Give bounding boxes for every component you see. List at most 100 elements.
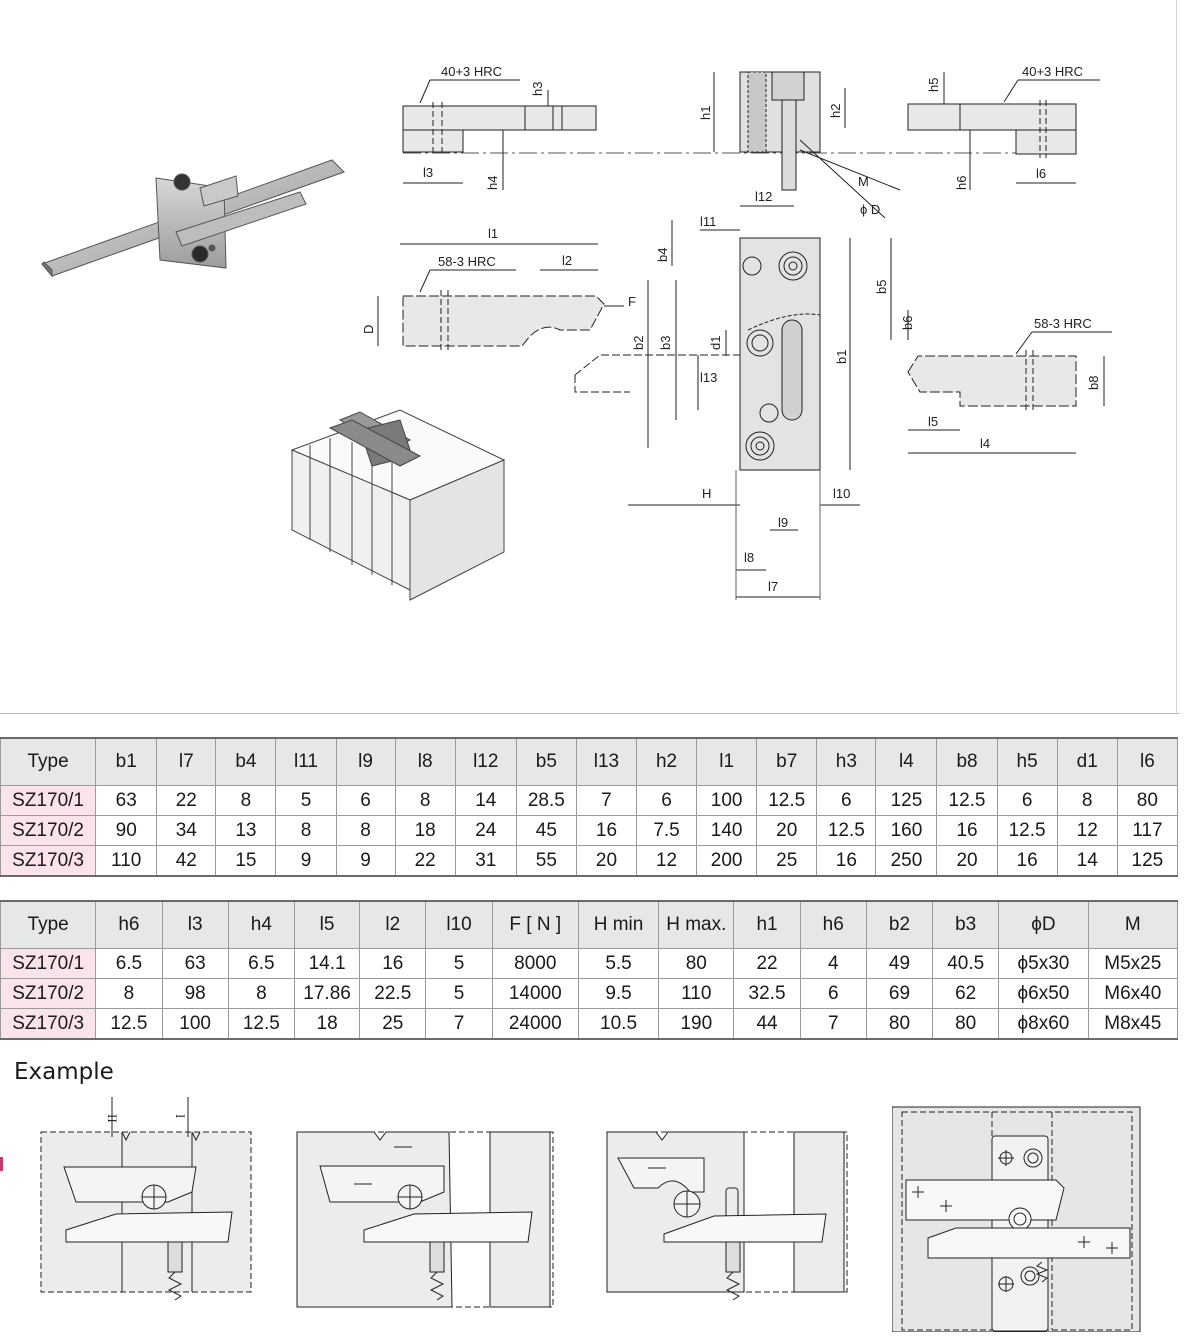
- label-l1: l1: [488, 226, 498, 241]
- table-cell: 8: [335, 815, 396, 846]
- table-header-cell: l10: [425, 900, 493, 949]
- table-cell: 15: [215, 845, 277, 877]
- label-hrc-top-left: 40+3 HRC: [441, 64, 502, 79]
- frame-right-border: [1176, 0, 1177, 713]
- table-header-cell: l11: [275, 737, 337, 786]
- table-cell: 4: [799, 948, 867, 979]
- table-cell: 55: [515, 845, 577, 877]
- table-cell: 16: [936, 815, 998, 846]
- label-l6: l6: [1036, 166, 1046, 181]
- label-hrc-mid-left: 58-3 HRC: [438, 254, 496, 269]
- table-cell: 117: [1116, 815, 1179, 846]
- label-b1: b1: [834, 350, 849, 364]
- section-divider: [0, 713, 1180, 714]
- table-header-cell: F [ N ]: [491, 900, 579, 949]
- type-cell: SZ170/3: [0, 1008, 97, 1040]
- table-header-cell: l5: [293, 900, 361, 949]
- table-header-cell: ϕD: [998, 900, 1089, 949]
- table-header-cell: l4: [875, 737, 938, 786]
- table-cell: 24000: [491, 1008, 579, 1040]
- type-cell: SZ170/2: [0, 978, 97, 1009]
- table-cell: 25: [756, 845, 818, 877]
- example-figure-1: II I: [40, 1097, 252, 1301]
- table-header-cell: b8: [936, 737, 998, 786]
- table-header-cell: b5: [515, 737, 577, 786]
- table-cell: 28.5: [515, 785, 577, 816]
- table-header-cell: H min: [577, 900, 660, 949]
- label-l8: l8: [744, 550, 754, 565]
- example-title: Example: [14, 1059, 114, 1085]
- table-cell: 12.5: [227, 1008, 295, 1040]
- table-cell: 14: [1056, 845, 1118, 877]
- table-cell: 10.5: [577, 1008, 660, 1040]
- label-l5: l5: [928, 414, 938, 429]
- table-cell: 6: [799, 978, 867, 1009]
- table-cell: 110: [658, 978, 735, 1009]
- table-cell: 6: [996, 785, 1058, 816]
- table-cell: 100: [161, 1008, 229, 1040]
- label-H: H: [702, 486, 711, 501]
- table-cell: 250: [875, 845, 938, 877]
- table-cell: 9: [275, 845, 337, 877]
- type-cell: SZ170/3: [0, 845, 97, 877]
- table-cell: 14.1: [293, 948, 361, 979]
- mark-I: I: [173, 1114, 188, 1118]
- table-cell: ϕ6x50: [998, 978, 1089, 1009]
- table-header-cell: l3: [161, 900, 229, 949]
- label-d1: d1: [708, 336, 723, 350]
- table-cell: 160: [875, 815, 938, 846]
- table-header-cell: H max.: [658, 900, 735, 949]
- label-h6: h6: [954, 176, 969, 190]
- label-l9: l9: [778, 515, 788, 530]
- table-cell: 14: [454, 785, 517, 816]
- table-cell: ϕ5x30: [998, 948, 1089, 979]
- table-cell: 7: [425, 1008, 493, 1040]
- label-l11: l11: [700, 214, 716, 229]
- table-cell: 80: [865, 1008, 934, 1040]
- table-cell: 98: [161, 978, 229, 1009]
- table-header-cell: l9: [335, 737, 396, 786]
- table-header-cell: h1: [733, 900, 801, 949]
- page-edge-mark: [0, 1157, 3, 1171]
- table-cell: 20: [756, 815, 818, 846]
- table-header-cell: h2: [635, 737, 698, 786]
- table-cell: 6: [635, 785, 698, 816]
- table-cell: 7: [799, 1008, 867, 1040]
- table-cell: 7: [575, 785, 638, 816]
- table-cell: 200: [696, 845, 758, 877]
- mould-isometric: [290, 409, 506, 601]
- label-b3: b3: [658, 336, 673, 350]
- table-cell: ϕ8x60: [998, 1008, 1089, 1040]
- table-cell: 90: [95, 815, 158, 846]
- label-l3: l3: [423, 165, 433, 180]
- table-cell: 8: [95, 978, 163, 1009]
- table-cell: 190: [658, 1008, 735, 1040]
- table-header-cell: Type: [0, 737, 97, 786]
- top-center-section: h1 h2 M ϕ D l12: [698, 71, 901, 219]
- label-h3: h3: [530, 82, 545, 96]
- table-cell: 125: [1116, 845, 1179, 877]
- table-cell: 22.5: [359, 978, 427, 1009]
- label-b8: b8: [1086, 376, 1101, 390]
- label-l10: l10: [833, 486, 850, 501]
- table-cell: 8: [215, 785, 277, 816]
- table-cell: 18: [293, 1008, 361, 1040]
- table-cell: 8: [227, 978, 295, 1009]
- table-cell: 49: [865, 948, 934, 979]
- table-cell: 5: [425, 978, 493, 1009]
- table-cell: M8x45: [1087, 1008, 1179, 1040]
- table-cell: 9: [335, 845, 396, 877]
- table-cell: 16: [816, 845, 877, 877]
- table-header-cell: l1: [696, 737, 758, 786]
- table-header-cell: b3: [932, 900, 1000, 949]
- table-cell: 22: [394, 845, 456, 877]
- table-cell: 31: [454, 845, 517, 877]
- table-header-cell: b1: [95, 737, 158, 786]
